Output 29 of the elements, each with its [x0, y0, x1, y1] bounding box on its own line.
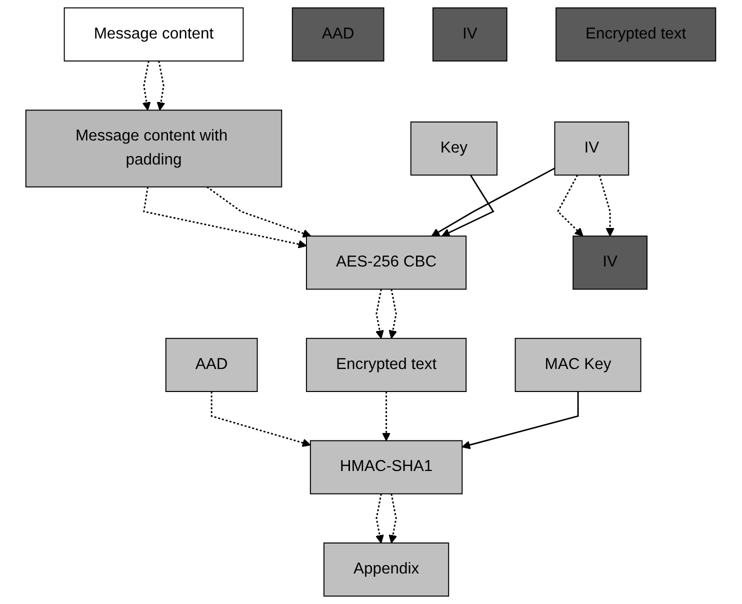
arrow [376, 494, 384, 544]
node-box: Message content with padding [26, 110, 282, 188]
node-box: MAC Key [515, 338, 642, 392]
arrow [206, 186, 312, 238]
arrow [442, 174, 495, 237]
arrow [376, 289, 384, 339]
arrow [431, 168, 556, 236]
node-box: Encrypted text [556, 7, 716, 62]
node-box: IV [432, 7, 508, 62]
arrow [382, 392, 391, 442]
arrow [156, 60, 166, 111]
arrow [388, 289, 398, 339]
node-box: Appendix [324, 542, 450, 597]
arrow [598, 174, 615, 236]
arrow [462, 392, 579, 450]
arrow [388, 494, 398, 544]
node-box: AAD [166, 338, 258, 392]
node-box: Key [410, 121, 498, 176]
node-box: Message content [64, 7, 244, 62]
arrow [557, 174, 584, 236]
node-box: HMAC-SHA1 [310, 440, 463, 494]
node-box: IV [572, 236, 648, 290]
node-box: AAD [292, 7, 384, 62]
node-box: Encrypted text [306, 338, 467, 392]
node-box: AES-256 CBC [306, 236, 467, 290]
arrow [143, 186, 308, 248]
arrow [211, 392, 312, 447]
arrow [142, 60, 152, 111]
node-box: IV [554, 121, 630, 176]
